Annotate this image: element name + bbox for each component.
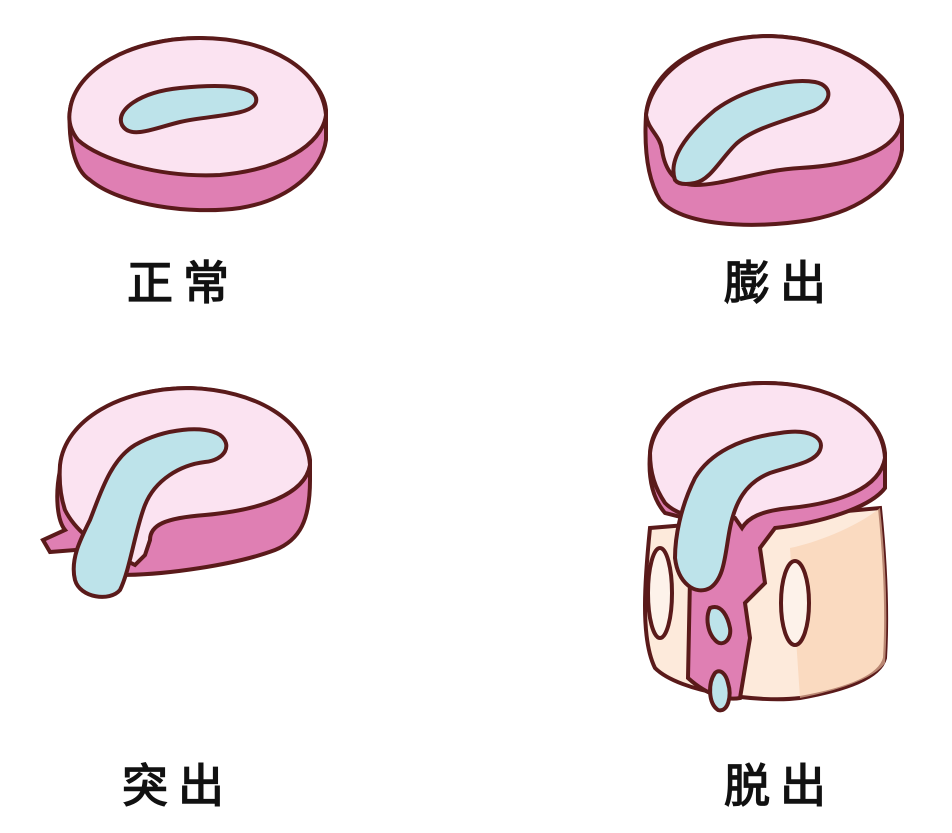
label-bulging: 膨出 <box>724 256 836 310</box>
foramen-left <box>646 546 674 640</box>
label-normal: 正常 <box>127 256 239 310</box>
bulging-disc-illustration <box>643 33 905 227</box>
nucleus-pulposus <box>671 79 831 186</box>
protrusion-disc-illustration <box>40 385 313 599</box>
panel-normal <box>60 30 340 230</box>
label-protrusion: 突出 <box>122 759 234 813</box>
nucleus-fragment <box>705 605 733 646</box>
nucleus-pulposus <box>71 427 229 599</box>
label-extrusion: 脱出 <box>724 759 836 813</box>
normal-disc-illustration <box>67 35 329 213</box>
panel-extrusion <box>640 378 900 718</box>
nucleus-pulposus <box>672 429 823 593</box>
panel-bulging <box>640 30 920 240</box>
extrusion-disc-illustration <box>643 380 889 713</box>
panel-protrusion <box>35 380 325 610</box>
nucleus-pulposus <box>118 84 259 135</box>
foramen-right <box>779 559 811 647</box>
nucleus-drop <box>708 669 732 713</box>
